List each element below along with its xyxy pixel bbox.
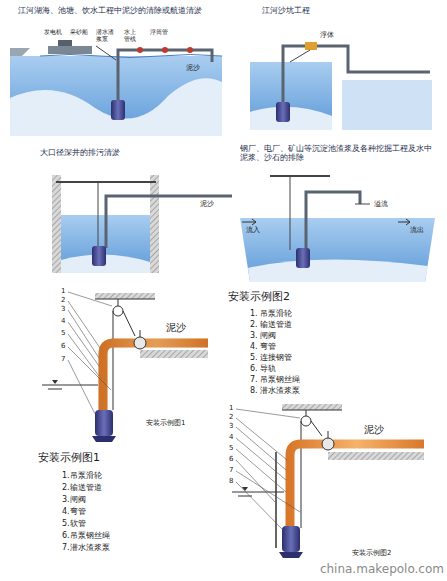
panel-title: 江河湖海、池塘、饮水工程中泥沙的清除或航道清淤 xyxy=(18,6,233,15)
figure-caption: 安装示例图1 xyxy=(146,419,185,427)
callout-number: 1 xyxy=(229,404,233,412)
callout-number: 4 xyxy=(61,317,65,325)
material-label: 泥沙 xyxy=(166,322,186,334)
list-item: 7. 吊泵钢丝绳 xyxy=(250,375,300,384)
callout-number: 7 xyxy=(229,466,233,474)
list-item: 3.闸阀 xyxy=(62,495,86,504)
list-heading: 安装示例图2 xyxy=(228,291,290,304)
figure-caption: 安装示例图2 xyxy=(352,549,391,557)
callout-number: 6 xyxy=(61,342,65,350)
part-label: 浮筒管 xyxy=(150,29,168,36)
part-label: 采砂船 xyxy=(70,29,88,36)
callout-number: 2 xyxy=(229,413,233,421)
part-label: 发电机 xyxy=(44,29,62,36)
callout-number: 3 xyxy=(61,305,65,313)
callout-number: 1 xyxy=(61,287,65,295)
panel-title: 大口径深井的排污清淤 xyxy=(40,148,120,157)
list-heading: 安装示例图1 xyxy=(38,452,100,465)
callout-number: 4 xyxy=(229,433,233,441)
list-item: 2. 输送管道 xyxy=(250,320,292,329)
list-item: 8. 潜水渣浆泵 xyxy=(250,386,300,395)
list-item: 2.输送管道 xyxy=(62,483,102,492)
flow-label: 流入 xyxy=(246,226,260,234)
list-item: 4.弯管 xyxy=(62,507,86,516)
callout-number: 3 xyxy=(229,422,233,430)
callout-number: 6 xyxy=(229,455,233,463)
list-item: 1.吊泵滑轮 xyxy=(62,471,102,480)
material-label: 泥沙 xyxy=(186,64,200,72)
flow-label: 溢流 xyxy=(374,200,388,208)
callout-number: 5 xyxy=(229,444,233,452)
part-label: 浮体 xyxy=(320,31,334,39)
deep-well-scene xyxy=(52,175,232,273)
flow-label: 流出 xyxy=(410,226,424,234)
watermark: china.makepolo.com xyxy=(320,563,444,577)
dredging-scene xyxy=(10,40,222,136)
install-figure-1 xyxy=(42,292,208,442)
list-item: 1. 吊泵滑轮 xyxy=(250,309,292,318)
list-item: 3. 闸阀 xyxy=(250,331,276,340)
material-label: 泥沙 xyxy=(200,200,214,208)
callout-number: 7 xyxy=(61,355,65,363)
list-item: 4. 弯管 xyxy=(250,342,276,351)
callout-number: 8 xyxy=(229,477,233,485)
panel-title: 江河沙坑工程 xyxy=(262,6,310,15)
list-item: 7.潜水渣浆泵 xyxy=(62,543,110,552)
sand-pit-scene xyxy=(250,42,432,130)
callout-number: 5 xyxy=(61,329,65,337)
part-label: 水上管线 xyxy=(124,29,138,43)
list-item: 6.吊泵钢丝绳 xyxy=(62,531,110,540)
material-label: 泥沙 xyxy=(364,424,384,436)
install-figure-2 xyxy=(232,404,424,558)
panel-title: 钢厂、电厂、矿山等沉淀池渣浆及各种挖掘工程及水中泥浆、沙石的排除 xyxy=(240,144,436,162)
list-item: 6. 导轨 xyxy=(250,364,276,373)
list-item: 5.软管 xyxy=(62,519,86,528)
settling-pond-scene xyxy=(240,176,435,282)
list-item: 5. 连接钢管 xyxy=(250,353,292,362)
part-label: 潜水渣浆泵 xyxy=(96,29,116,43)
callout-number: 2 xyxy=(61,296,65,304)
